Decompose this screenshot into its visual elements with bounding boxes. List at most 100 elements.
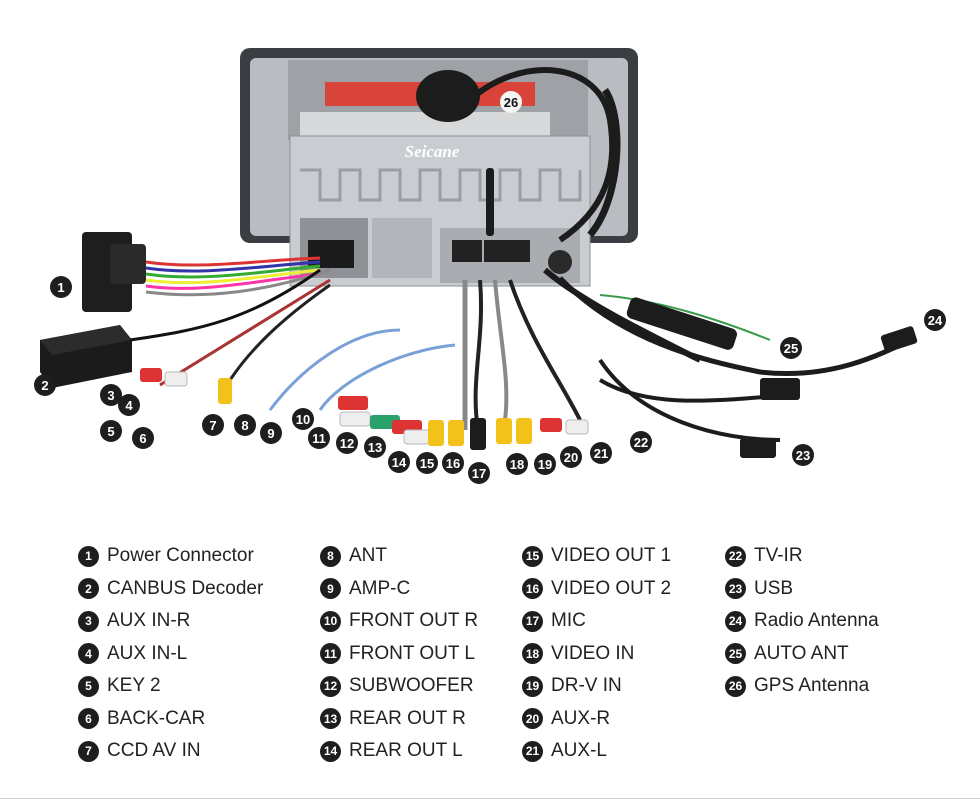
- legend-label: Radio Antenna: [754, 610, 879, 632]
- marker-4: 4: [118, 394, 140, 416]
- legend-item: 16 VIDEO OUT 2: [522, 573, 671, 606]
- legend-number: 2: [78, 578, 99, 600]
- auto-ant-module: [626, 297, 738, 350]
- legend-item: 24 Radio Antenna: [725, 605, 879, 638]
- marker-12: 12: [336, 432, 358, 454]
- legend-item: 22 TV-IR: [725, 540, 879, 573]
- legend-item: 11 FRONT OUT L: [320, 638, 478, 671]
- legend-label: CCD AV IN: [107, 740, 201, 762]
- legend-label: Power Connector: [107, 545, 254, 567]
- marker-25: 25: [780, 337, 802, 359]
- legend-number: 16: [522, 578, 543, 600]
- legend-number: 21: [522, 740, 543, 762]
- marker-16: 16: [442, 452, 464, 474]
- marker-18: 18: [506, 453, 528, 475]
- marker-15: 15: [416, 452, 438, 474]
- head-unit: [240, 48, 638, 287]
- marker-14: 14: [388, 451, 410, 473]
- legend-item: 1 Power Connector: [78, 540, 263, 573]
- head-unit-wiring-illustration: Seicane: [40, 48, 918, 458]
- legend-item: 5 KEY 2: [78, 670, 263, 703]
- legend-number: 5: [78, 675, 99, 697]
- legend-number: 4: [78, 643, 99, 665]
- legend-label: REAR OUT R: [349, 707, 466, 729]
- marker-26: 26: [500, 91, 522, 113]
- marker-9: 9: [260, 422, 282, 444]
- legend-item: 19 DR-V IN: [522, 670, 671, 703]
- bottom-divider: [0, 798, 980, 799]
- marker-2: 2: [34, 374, 56, 396]
- legend-number: 11: [320, 643, 341, 665]
- legend-item: 7 CCD AV IN: [78, 735, 263, 768]
- marker-1: 1: [50, 276, 72, 298]
- legend-label: ANT: [349, 545, 387, 567]
- legend-label: MIC: [551, 610, 586, 632]
- legend-label: DR-V IN: [551, 675, 622, 697]
- marker-24: 24: [924, 309, 946, 331]
- legend-label: VIDEO OUT 2: [551, 577, 672, 599]
- legend-label: REAR OUT L: [349, 740, 463, 762]
- legend-item: 8 ANT: [320, 540, 478, 573]
- legend-item: 2 CANBUS Decoder: [78, 573, 263, 606]
- marker-23: 23: [792, 444, 814, 466]
- marker-11: 11: [308, 427, 330, 449]
- legend-number: 1: [78, 545, 99, 567]
- legend-number: 13: [320, 708, 341, 730]
- legend-number: 6: [78, 708, 99, 730]
- legend-label: KEY 2: [107, 675, 161, 697]
- legend-label: TV-IR: [754, 545, 803, 567]
- marker-10: 10: [292, 408, 314, 430]
- legend-item: 10 FRONT OUT R: [320, 605, 478, 638]
- legend-number: 9: [320, 578, 341, 600]
- marker-19: 19: [534, 453, 556, 475]
- marker-21: 21: [590, 442, 612, 464]
- legend-number: 10: [320, 610, 341, 632]
- legend-number: 15: [522, 545, 543, 567]
- legend-number: 20: [522, 708, 543, 730]
- rca-plugs: [140, 368, 589, 450]
- canbus-decoder: [40, 325, 132, 388]
- legend-number: 26: [725, 675, 746, 697]
- legend-label: BACK-CAR: [107, 707, 206, 729]
- legend-number: 22: [725, 545, 746, 567]
- marker-22: 22: [630, 431, 652, 453]
- legend-label: GPS Antenna: [754, 675, 870, 697]
- marker-13: 13: [364, 436, 386, 458]
- legend-label: USB: [754, 577, 794, 599]
- usb-connector: [760, 378, 800, 400]
- legend-number: 12: [320, 675, 341, 697]
- legend-number: 24: [725, 610, 746, 632]
- legend-label: FRONT OUT R: [349, 610, 479, 632]
- legend-label: CANBUS Decoder: [107, 577, 264, 599]
- legend-number: 8: [320, 545, 341, 567]
- marker-6: 6: [132, 427, 154, 449]
- power-connector: [82, 232, 146, 312]
- legend-number: 19: [522, 675, 543, 697]
- marker-3: 3: [100, 384, 122, 406]
- legend-number: 7: [78, 740, 99, 762]
- legend-label: SUBWOOFER: [349, 675, 474, 697]
- legend-label: AUTO ANT: [754, 642, 849, 664]
- legend-label: AMP-C: [349, 577, 411, 599]
- legend-item: 9 AMP-C: [320, 573, 478, 606]
- marker-8: 8: [234, 414, 256, 436]
- marker-7: 7: [202, 414, 224, 436]
- marker-17: 17: [468, 462, 490, 484]
- gps-antenna: [416, 67, 621, 243]
- legend-number: 18: [522, 643, 543, 665]
- legend-label: FRONT OUT L: [349, 642, 475, 664]
- legend-item: 26 GPS Antenna: [725, 670, 879, 703]
